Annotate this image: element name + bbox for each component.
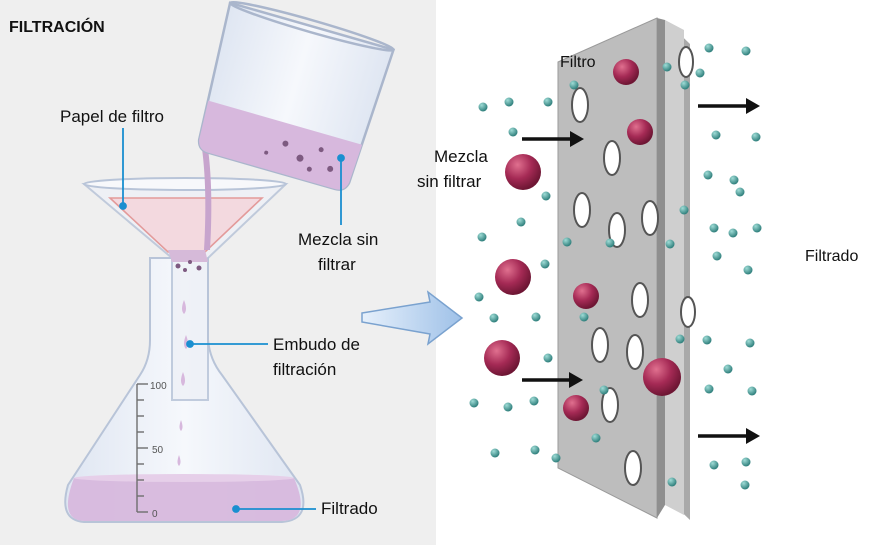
filter-plate-back (665, 20, 690, 520)
label-filtrate-right: Filtrado (805, 248, 859, 265)
scale-mark-0: 0 (152, 509, 158, 520)
trapped-large-particles (563, 59, 653, 421)
flow-arrows (522, 98, 760, 444)
pouring-stream (200, 136, 212, 250)
scale-mark-100: 100 (150, 381, 167, 392)
filtrate-liquid-flask (67, 478, 301, 521)
scale-mark-50: 50 (152, 445, 164, 456)
volume-scale (136, 383, 148, 513)
diagram-title: FILTRACIÓN (9, 19, 105, 36)
label-mix-right-line1: Mezcla (434, 147, 488, 166)
label-unfiltered-mix-line1: Mezcla sin (298, 230, 379, 249)
label-unfiltered-mix-line2: filtrar (318, 255, 356, 274)
filter-funnel (81, 177, 289, 466)
label-mix-right-line2: sin filtrar (417, 172, 482, 191)
label-filtrate-left: Filtrado (321, 499, 378, 518)
label-funnel-line1: Embudo de (273, 335, 360, 354)
filter-pores (571, 46, 696, 486)
pouring-beaker (197, 0, 396, 191)
mixture-in-beaker (199, 100, 363, 190)
zoom-arrow (361, 290, 464, 346)
large-particles (484, 154, 681, 396)
label-filter: Filtro (560, 54, 596, 71)
label-funnel-line2: filtración (273, 360, 337, 379)
callout-lines (119, 128, 345, 513)
label-filter-paper: Papel de filtro (60, 107, 164, 126)
small-particles (469, 43, 762, 490)
